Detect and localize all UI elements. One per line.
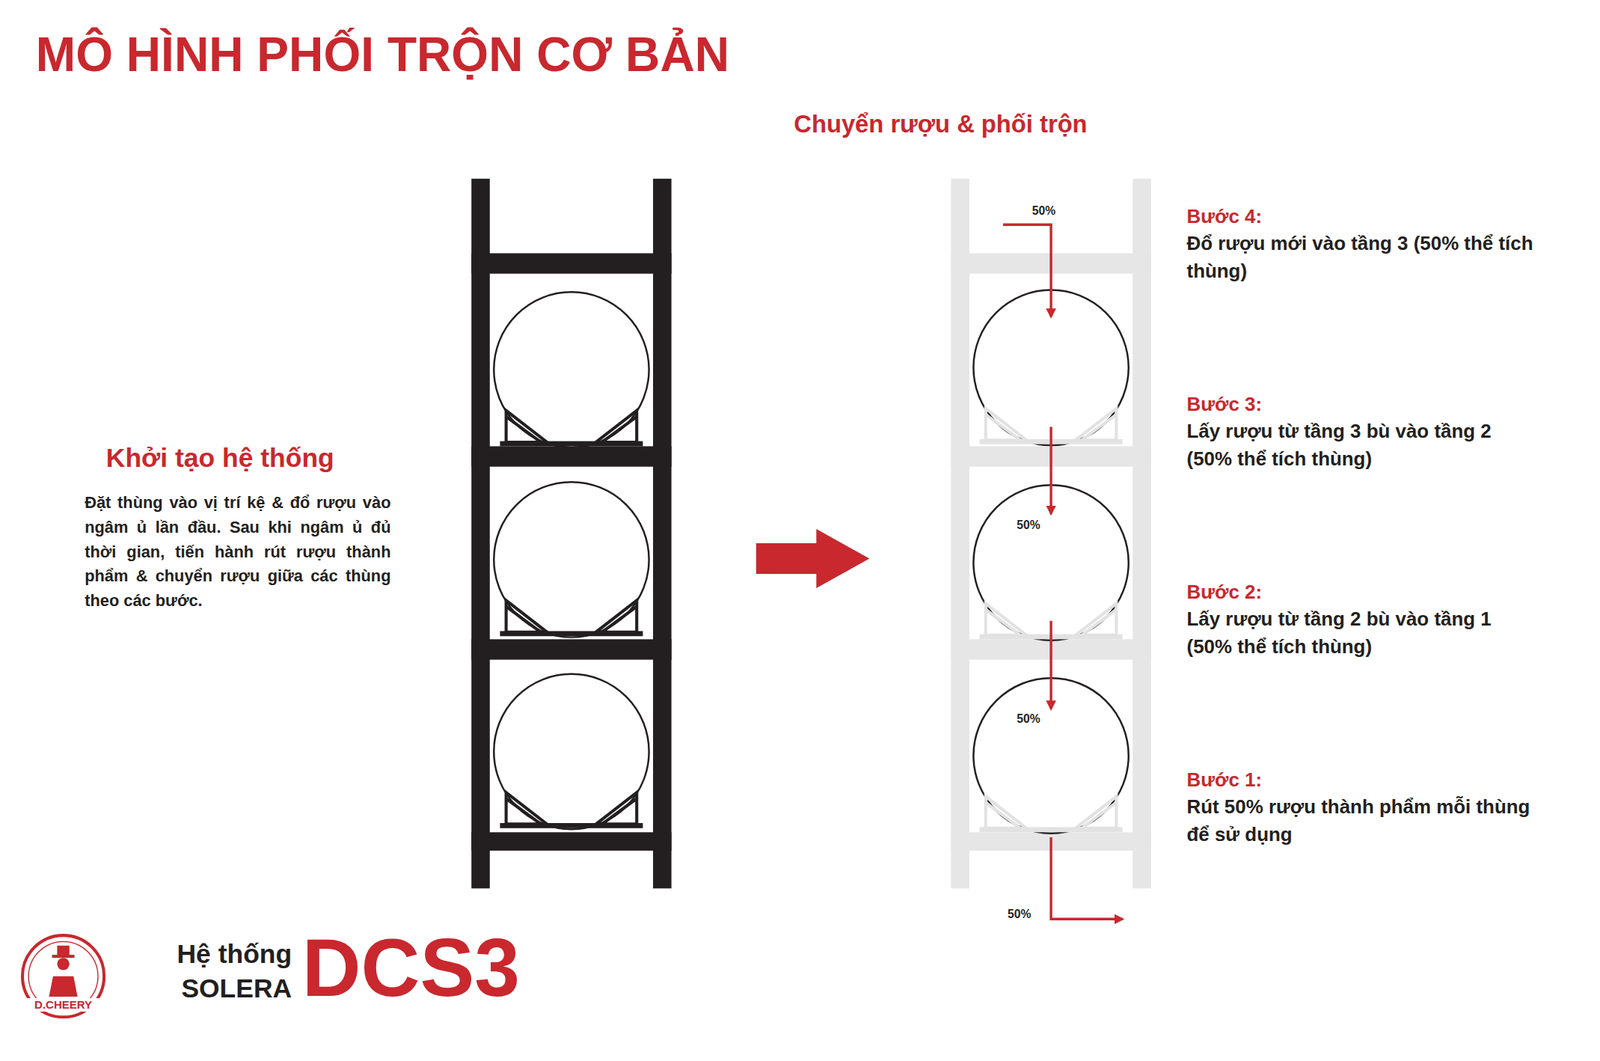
system-code: DCS3 (302, 926, 520, 1009)
page-title: MÔ HÌNH PHỐI TRỘN CƠ BẢN (35, 26, 730, 84)
section-heading: Khởi tạo hệ thống (106, 440, 335, 475)
flow-arrow (1049, 426, 1052, 514)
step-text: Lấy rượu từ tầng 2 bù vào tầng 1 (50% th… (1187, 605, 1540, 661)
barrel-bracket (596, 792, 638, 824)
barrel (493, 481, 649, 637)
step-heading: Bước 3: (1187, 390, 1263, 419)
barrel-bracket (985, 796, 1028, 829)
rack-shelf (471, 252, 671, 274)
description: Đặt thùng vào vị trí kệ & đổ rượu vào ng… (84, 490, 391, 614)
rack-post (653, 178, 672, 889)
barrel-bracket (985, 603, 1028, 636)
flow-arrow (1050, 837, 1123, 919)
step-heading: Bước 2: (1187, 578, 1263, 606)
rack-shelf (471, 445, 671, 467)
rack-post (1132, 178, 1152, 889)
barrel-bracket (1075, 796, 1117, 829)
logo-hat (52, 954, 75, 958)
percent-label: 50% (1030, 204, 1057, 219)
blending-rack (950, 178, 1151, 889)
initial-rack (471, 178, 671, 889)
barrel-bracket (506, 599, 548, 632)
step-text: Lấy rượu từ tầng 3 bù vào tầng 2 (50% th… (1187, 417, 1540, 473)
logo-head (56, 957, 69, 970)
logo-hat (56, 945, 69, 956)
percent-label: 50% (1015, 518, 1042, 533)
step-text: Đổ rượu mới vào tầng 3 (50% thể tích thù… (1187, 229, 1540, 285)
barrel (493, 673, 649, 829)
logo-text: D.CHEERY (20, 997, 107, 1012)
step-heading: Bước 1: (1187, 765, 1263, 794)
flow-arrow (1049, 620, 1052, 709)
step-text: Rút 50% rượu thành phẩm mỗi thùng để sử … (1187, 792, 1540, 849)
percent-label: 50% (1006, 907, 1033, 922)
percent-label: 50% (1015, 712, 1042, 727)
rack-post (950, 178, 970, 889)
barrel-bracket (596, 599, 638, 632)
process-arrow (756, 528, 870, 588)
rack-shelf (471, 638, 671, 659)
logo-body (48, 976, 78, 997)
system-name: Hệ thống SOLERA (139, 936, 293, 1006)
barrel-bracket (506, 410, 548, 443)
barrel-bracket (985, 408, 1028, 440)
rack-post (471, 178, 490, 889)
barrel-bracket (506, 792, 548, 824)
barrel-bracket (596, 410, 638, 443)
barrel-bracket (1075, 408, 1117, 440)
barrel-bracket (1075, 603, 1117, 636)
flow-arrow (1003, 224, 1051, 317)
barrel (493, 291, 649, 447)
section-heading: Chuyển rượu & phối trộn (793, 108, 1087, 141)
step-heading: Bước 4: (1187, 202, 1263, 231)
rack-shelf (471, 831, 671, 851)
